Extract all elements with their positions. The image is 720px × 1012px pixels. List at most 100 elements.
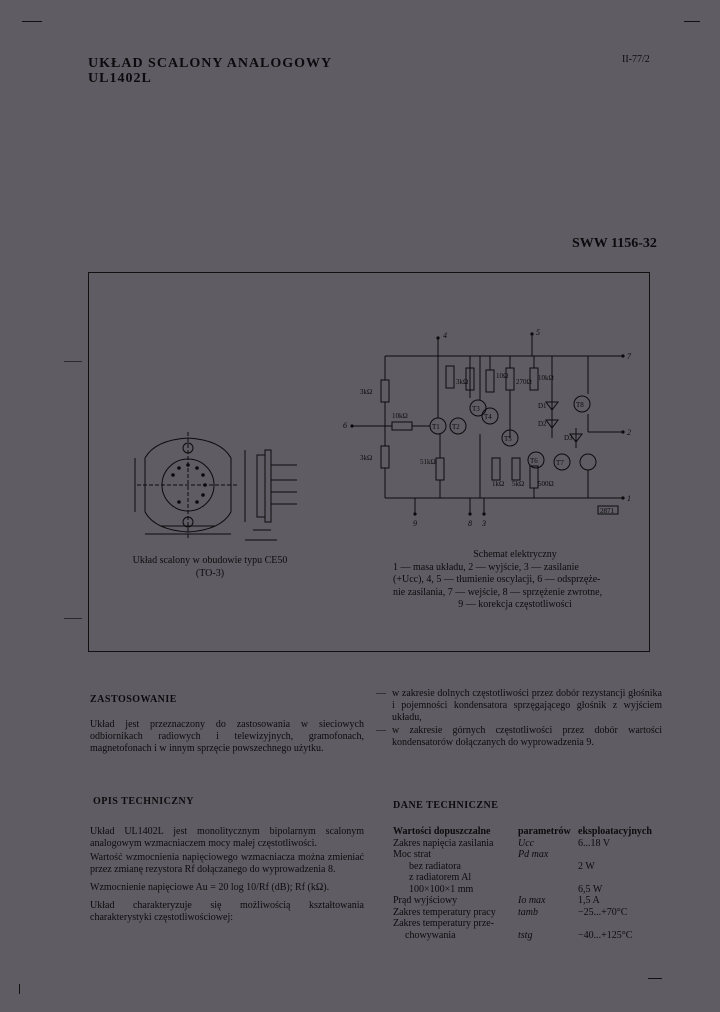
row-symbol xyxy=(518,918,578,930)
row-symbol: Ucc xyxy=(518,837,535,849)
schematic-pin-5: 5 xyxy=(536,328,540,337)
row-label: chowywania xyxy=(405,929,456,941)
table-row: Zakres napięcia zasilania Ucc 6...18 V xyxy=(393,838,663,850)
schematic-resistor-label: 500Ω xyxy=(538,480,554,488)
schematic-pin-6: 6 xyxy=(343,421,347,430)
schematic-resistor-label: 3kΩ xyxy=(360,454,372,462)
schematic-resistor-label: 270Ω xyxy=(516,378,532,386)
schematic-transistor-label: T8 xyxy=(576,401,584,409)
row-value: 2 W xyxy=(578,860,595,872)
schematic-resistor-label: 10kΩ xyxy=(392,412,408,420)
row-value: −25...+70°C xyxy=(578,906,628,918)
schematic-diode-label: D3 xyxy=(564,434,573,442)
page-title: UKŁAD SCALONY ANALOGOWY UL1402L xyxy=(88,56,332,86)
title-line-2: UL1402L xyxy=(88,71,152,86)
package-drawing xyxy=(134,432,297,541)
application-heading: ZASTOSOWANIE xyxy=(90,694,177,705)
schematic-diode-label: D1 xyxy=(538,402,547,410)
schematic-caption: Schemat elektryczny xyxy=(473,549,557,560)
row-label: Prąd wyjściowy xyxy=(393,895,458,906)
schematic-pin-3: 3 xyxy=(481,519,486,528)
figure-frame xyxy=(88,272,650,652)
schematic-pin-9: 9 xyxy=(413,519,417,528)
schematic-description-line-2: (+Ucc), 4, 5 — tłumienie oscylacji, 6 — … xyxy=(393,574,601,585)
catalog-number: SWW 1156-32 xyxy=(572,236,657,251)
application-paragraph: Układ jest przeznaczony do zastosowania … xyxy=(90,719,364,754)
schematic-transistor-label: T5 xyxy=(504,435,512,443)
document-number: II-77/2 xyxy=(622,54,650,65)
scan-mark-bottom-left xyxy=(19,984,20,994)
technical-description-paragraph-1: Układ UL1402L jest monolitycznym bipolar… xyxy=(90,826,364,849)
row-label: Zakres napięcia zasilania xyxy=(393,837,494,849)
scan-mark-left-1 xyxy=(64,361,82,362)
schematic-transistor-label: T4 xyxy=(484,413,492,421)
column-header: Wartości dopuszczalne xyxy=(393,826,491,837)
application-bullet-text: w zakresie dolnych częstotliwości przez … xyxy=(392,688,662,723)
row-symbol: tamb xyxy=(518,906,538,918)
schematic-resistor-label: 3kΩ xyxy=(360,388,372,396)
package-caption: Układ scalony w obudowie typu CE50 (TO-3… xyxy=(110,554,310,580)
schematic-transistor-label: T7 xyxy=(556,459,564,467)
schematic-transistor-label: T3 xyxy=(472,405,480,413)
technical-description-heading: OPIS TECHNICZNY xyxy=(93,796,194,807)
column-header: eksploatacyjnych xyxy=(578,826,652,837)
technical-data-header-row: Wartości dopuszczalne parametrów eksploa… xyxy=(393,826,663,838)
schematic-description-line-4: 9 — korekcja częstotliwości xyxy=(458,599,572,610)
table-row: z radiatorem Al xyxy=(393,872,663,884)
scan-mark-top-left xyxy=(22,21,42,22)
table-row: Moc strat Pd max xyxy=(393,849,663,861)
schematic-pin-4: 4 xyxy=(443,331,447,340)
row-symbol xyxy=(518,872,578,884)
technical-data-heading: DANE TECHNICZNE xyxy=(393,800,499,811)
schematic-pin-8: 8 xyxy=(468,519,472,528)
table-row: 100×100×1 mm 6,5 W xyxy=(393,884,663,896)
package-caption-line-2: (TO-3) xyxy=(195,568,225,579)
application-bullet-text: w zakresie górnych częstotliwości przez … xyxy=(392,725,662,748)
row-symbol: tstg xyxy=(518,929,533,941)
row-value xyxy=(578,918,663,930)
schematic-resistor-label: 1kΩ xyxy=(492,480,504,488)
schematic-diagram: 7 2 1 6 4 5 9 8 3 3kΩ 10kΩ 3kΩ 51kΩ 3kΩ … xyxy=(343,328,632,528)
row-symbol: Pd max xyxy=(518,849,549,860)
technical-description-body: Układ UL1402L jest monolitycznym bipolar… xyxy=(90,826,364,924)
gain-formula-line: Wzmocnienie napięciowe Au = 20 log 10/Rf… xyxy=(90,882,364,894)
row-label: Zakres temperatury prze- xyxy=(393,918,495,929)
column-header: parametrów xyxy=(518,826,571,837)
scan-mark-left-2 xyxy=(64,618,82,619)
row-value: 1,5 A xyxy=(578,895,600,906)
table-row: bez radiatora 2 W xyxy=(393,861,663,873)
gain-formula-prefix: Wzmocnienie napięciowe xyxy=(90,882,194,893)
schematic-diode-label: D2 xyxy=(538,420,547,428)
schematic-resistor-label: 10kΩ xyxy=(538,374,554,382)
row-value: 6...18 V xyxy=(578,837,611,849)
schematic-pin-2: 2 xyxy=(627,428,631,437)
scan-mark-top-right xyxy=(684,21,700,22)
schematic-resistor-label: 3kΩ xyxy=(456,378,468,386)
row-label: z radiatorem Al xyxy=(409,872,472,883)
row-value xyxy=(578,849,663,861)
row-label: 100×100×1 mm xyxy=(409,883,474,895)
title-line-1: UKŁAD SCALONY ANALOGOWY xyxy=(88,56,333,71)
row-value xyxy=(578,872,663,884)
package-caption-line-1: Układ scalony w obudowie typu CE50 xyxy=(132,555,288,566)
technical-description-paragraph-2: Wartość wzmocnienia napięciowego wzmacni… xyxy=(90,852,364,875)
table-row: Zakres temperatury pracy tamb −25...+70°… xyxy=(393,907,663,919)
gain-formula: Au = 20 log 10/Rf (dB); Rf (kΩ). xyxy=(195,882,330,893)
technical-description-paragraph-3: Układ charakteryzuje się możliwością ksz… xyxy=(90,900,364,923)
schematic-pin-1: 1 xyxy=(627,494,631,503)
application-bullet: — w zakresie górnych częstotliwości prze… xyxy=(376,725,662,748)
schematic-figure-number: 2871 xyxy=(600,507,615,515)
schematic-resistor-label: 51kΩ xyxy=(420,458,436,466)
row-symbol xyxy=(518,884,578,896)
table-row: Zakres temperatury prze- xyxy=(393,918,663,930)
table-row: Prąd wyjściowy Io max 1,5 A xyxy=(393,895,663,907)
schematic-description-line-3: nie zasilania, 7 — wejście, 8 — sprzężen… xyxy=(393,586,603,598)
row-value: 6,5 W xyxy=(578,883,603,895)
schematic-pin-7: 7 xyxy=(627,352,632,361)
table-row: chowywania tstg −40...+125°C xyxy=(393,930,663,942)
technical-data-table: Wartości dopuszczalne parametrów eksploa… xyxy=(393,826,663,941)
application-bullet: — w zakresie dolnych częstotliwości prze… xyxy=(376,688,662,723)
schematic-resistor-label: 5kΩ xyxy=(512,480,524,488)
application-bullet-list: — w zakresie dolnych częstotliwości prze… xyxy=(376,688,662,749)
row-value: −40...+125°C xyxy=(578,929,633,941)
